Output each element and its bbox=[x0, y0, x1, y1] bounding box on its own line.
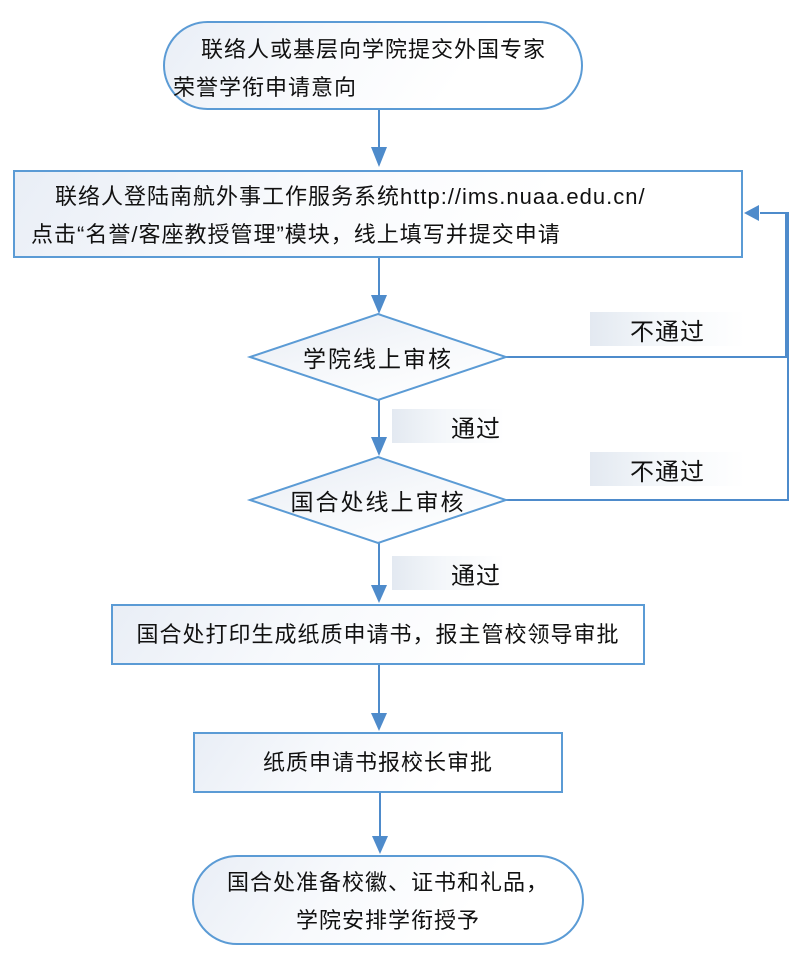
arrowhead-down-icon bbox=[371, 585, 387, 603]
print-approval-node: 国合处打印生成纸质申请书，报主管校领导审批 bbox=[111, 604, 645, 665]
president-approval-node: 纸质申请书报校长审批 bbox=[193, 732, 563, 793]
president-approval-label: 纸质申请书报校长审批 bbox=[262, 749, 493, 775]
college-review-decision-label: 学院线上审核 bbox=[303, 346, 453, 372]
edge-college-fail-loop bbox=[506, 214, 787, 358]
arrowhead-down-icon bbox=[371, 295, 387, 314]
system-node-line1: 联络人登陆南航外事工作服务系统http://ims.nuaa.edu.cn/ bbox=[55, 184, 646, 209]
intl-office-review-decision-label: 国合处线上审核 bbox=[290, 489, 466, 515]
arrowheads bbox=[371, 147, 759, 854]
college-pass-label: 通过 bbox=[392, 409, 505, 443]
end-node-line2: 学院安排学衔授予 bbox=[295, 908, 480, 933]
intl-pass-label: 通过 bbox=[392, 556, 505, 590]
arrowhead-down-icon bbox=[371, 147, 387, 167]
flow-stems bbox=[378, 110, 789, 836]
start-node-line2: 荣誉学衔申请意向 bbox=[173, 75, 358, 100]
system-node-line2: 点击“名誉/客座教授管理”模块，线上填写并提交申请 bbox=[31, 222, 561, 247]
start-node: 联络人或基层向学院提交外国专家 荣誉学衔申请意向 bbox=[163, 21, 583, 110]
print-approval-label: 国合处打印生成纸质申请书，报主管校领导审批 bbox=[136, 621, 620, 647]
system-process-node: 联络人登陆南航外事工作服务系统http://ims.nuaa.edu.cn/ 点… bbox=[13, 170, 743, 258]
end-node-line1: 国合处准备校徽、证书和礼品， bbox=[226, 870, 549, 895]
start-node-line1: 联络人或基层向学院提交外国专家 bbox=[201, 37, 547, 62]
intl-fail-label: 不通过 bbox=[590, 452, 745, 486]
decision-diamond-college bbox=[246, 312, 510, 402]
edge-intl-fail-loop bbox=[506, 212, 789, 501]
arrowhead-down-icon bbox=[371, 437, 387, 456]
end-node: 国合处准备校徽、证书和礼品， 学院安排学衔授予 bbox=[192, 855, 584, 945]
arrowhead-left-icon bbox=[744, 205, 759, 221]
college-fail-label: 不通过 bbox=[590, 312, 745, 346]
arrowhead-down-icon bbox=[371, 713, 387, 731]
arrowhead-down-icon bbox=[372, 836, 388, 854]
decision-diamond-intl-office bbox=[246, 455, 510, 545]
